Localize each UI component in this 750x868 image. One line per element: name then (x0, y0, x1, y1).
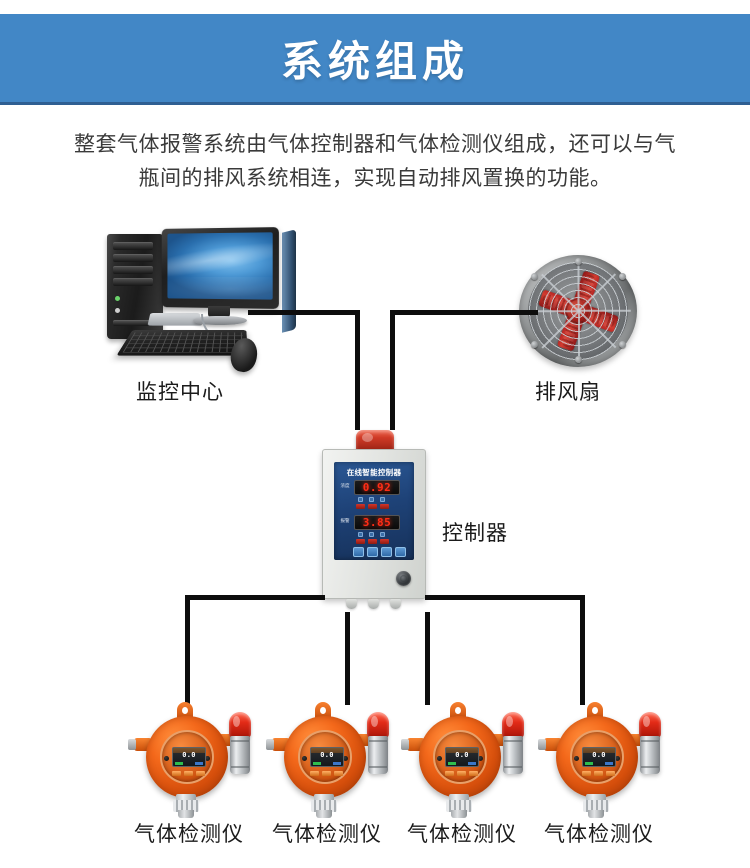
detector-reading: 0.0 (455, 751, 469, 759)
wall-controller-icon: 在线智能控制器 浓度 0.92 报警 3.85 (322, 430, 426, 615)
cable-gland-1 (346, 599, 357, 609)
controller-key-2[interactable] (367, 547, 378, 557)
controller-panel: 在线智能控制器 浓度 0.92 报警 3.85 (334, 462, 414, 560)
wire-computer-vertical (355, 310, 360, 430)
controller-status-lights-bottom (356, 539, 389, 544)
controller-indicator-row-bottom (358, 532, 385, 537)
detector-mount-bracket (450, 702, 466, 720)
controller-indicator-row-top (358, 497, 385, 502)
gas-detector-3-label: 气体检测仪 (407, 823, 517, 846)
controller-keypad[interactable] (353, 547, 406, 557)
detector-sensor-nut (173, 800, 199, 812)
detector-alarm-beacon (638, 712, 662, 774)
description-line-2: 瓶间的排风系统相连，实现自动排风置换的功能。 (138, 167, 612, 190)
fan-guard-spokes (524, 259, 632, 363)
detector-mount-bracket (587, 702, 603, 720)
controller-key-4[interactable] (395, 547, 406, 557)
beacon-body (230, 736, 250, 774)
controller-alarm-lamp (356, 430, 394, 452)
detector-housing: 0.0 (284, 716, 366, 798)
wire-computer-horizontal (248, 310, 360, 315)
gas-detector-2-label: 气体检测仪 (272, 823, 382, 846)
monitor-screen (167, 232, 273, 300)
cable-gland-2 (368, 599, 379, 609)
detector-faceplate: 0.0 (160, 730, 214, 784)
detector-sensor-tip (451, 810, 467, 818)
beacon-body (640, 736, 660, 774)
gas-detector-4: 0.0 (538, 700, 668, 818)
desktop-computer-icon (105, 227, 296, 374)
controller-display-bottom-value: 3.85 (362, 516, 392, 529)
controller-knob[interactable] (396, 571, 411, 586)
detector-display: 0.0 (310, 747, 344, 767)
beacon-dome (502, 712, 524, 738)
pc-tower-panel (282, 229, 296, 333)
controller-display-bottom-tag: 报警 (340, 518, 350, 523)
page-header-banner: 系统组成 (0, 14, 750, 105)
controller-display-top-tag: 浓度 (340, 483, 350, 488)
controller-display-bottom: 3.85 (354, 515, 400, 530)
wire-fan-horizontal (390, 310, 538, 315)
gas-detector-4-label: 气体检测仪 (544, 823, 654, 846)
detector-alarm-beacon (228, 712, 252, 774)
wire-detector-4 (580, 595, 585, 705)
beacon-dome (229, 712, 251, 738)
wire-bus-left (185, 595, 325, 600)
detector-display: 0.0 (582, 747, 616, 767)
gas-detector-2: 0.0 (266, 700, 396, 818)
page-title: 系统组成 (280, 37, 469, 85)
monitor-bezel (161, 227, 279, 309)
detector-housing: 0.0 (146, 716, 228, 798)
wire-fan-vertical (390, 310, 395, 430)
detector-sensor-nut (446, 800, 472, 812)
detector-sensor-tip (178, 810, 194, 818)
detector-sensor-tip (316, 810, 332, 818)
gas-detector-3: 0.0 (401, 700, 531, 818)
detector-reading: 0.0 (592, 751, 606, 759)
beacon-dome (639, 712, 661, 738)
pc-tower-icon (107, 234, 163, 339)
detector-faceplate: 0.0 (570, 730, 624, 784)
controller-panel-title: 在线智能控制器 (346, 468, 402, 477)
beacon-body (368, 736, 388, 774)
controller-display-top: 0.92 (354, 480, 400, 495)
wire-bus-right (425, 595, 585, 600)
wire-detector-3 (425, 612, 430, 705)
controller-status-lights-top (356, 504, 389, 509)
detector-mount-bracket (315, 702, 331, 720)
controller-key-1[interactable] (353, 547, 364, 557)
description-text: 整套气体报警系统由气体控制器和气体检测仪组成，还可以与气 瓶间的排风系统相连，实… (45, 128, 705, 196)
monitoring-center-label: 监控中心 (136, 381, 224, 404)
wire-detector-1 (185, 595, 190, 705)
description-line-1: 整套气体报警系统由气体控制器和气体检测仪组成，还可以与气 (74, 133, 676, 156)
detector-faceplate: 0.0 (298, 730, 352, 784)
detector-housing: 0.0 (419, 716, 501, 798)
detector-alarm-beacon (501, 712, 525, 774)
detector-mount-bracket (177, 702, 193, 720)
detector-display: 0.0 (445, 747, 479, 767)
detector-sensor-tip (588, 810, 604, 818)
wire-detector-2 (345, 612, 350, 705)
controller-enclosure: 在线智能控制器 浓度 0.92 报警 3.85 (322, 449, 426, 599)
exhaust-fan-label: 排风扇 (535, 381, 601, 404)
detector-display: 0.0 (172, 747, 206, 767)
detector-housing: 0.0 (556, 716, 638, 798)
monitor-icon (160, 227, 279, 325)
detector-sensor-nut (583, 800, 609, 812)
controller-display-top-value: 0.92 (362, 481, 392, 494)
beacon-dome (367, 712, 389, 738)
detector-faceplate: 0.0 (433, 730, 487, 784)
cable-gland-3 (390, 599, 401, 609)
gas-detector-1: 0.0 (128, 700, 258, 818)
controller-key-3[interactable] (381, 547, 392, 557)
detector-alarm-beacon (366, 712, 390, 774)
beacon-body (503, 736, 523, 774)
detector-reading: 0.0 (182, 751, 196, 759)
detector-reading: 0.0 (320, 751, 334, 759)
keyboard-icon (116, 330, 248, 356)
detector-sensor-nut (311, 800, 337, 812)
gas-detector-1-label: 气体检测仪 (134, 823, 244, 846)
controller-label: 控制器 (442, 522, 508, 545)
